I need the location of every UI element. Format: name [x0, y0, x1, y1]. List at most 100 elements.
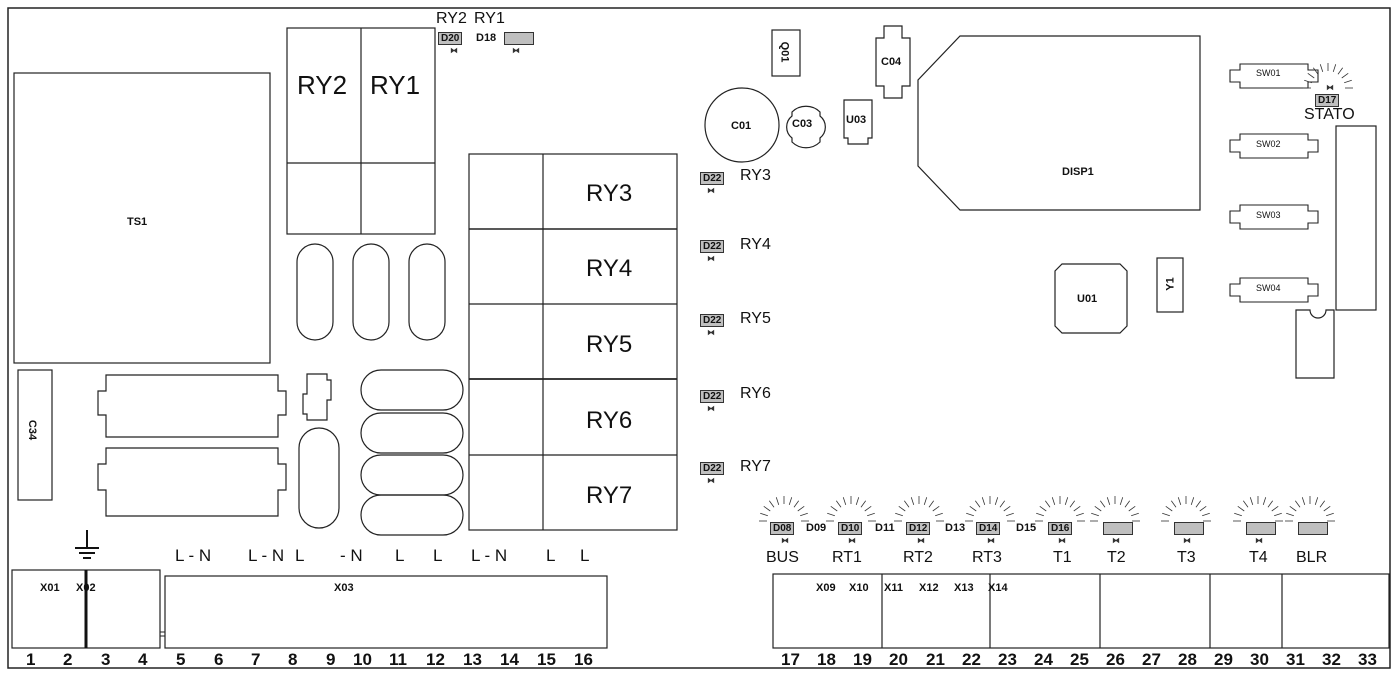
- ry6-label: RY6: [586, 407, 633, 434]
- c01-label: C01: [731, 120, 752, 132]
- diode-icon: ⧓: [987, 536, 995, 545]
- dip-ic: [1295, 309, 1335, 379]
- pin-number: 16: [574, 650, 593, 669]
- x10-label: X10: [849, 582, 869, 594]
- signal-label: L: [546, 546, 556, 565]
- pin-number: 4: [138, 650, 148, 669]
- d20-led: D20: [438, 32, 463, 45]
- glow-ray: [1128, 505, 1136, 512]
- ground-icon: [75, 530, 99, 559]
- glow-ray: [1312, 67, 1319, 75]
- glow-ray: [981, 497, 986, 505]
- u03-label: U03: [846, 114, 867, 126]
- glow-ray: [966, 512, 974, 517]
- glow-ray: [1076, 512, 1084, 517]
- glow-ray: [895, 512, 903, 517]
- d16-led: D16: [1048, 522, 1073, 535]
- glow-ray: [1301, 497, 1306, 505]
- d13-label: D13: [945, 522, 966, 534]
- pin-number: 5: [176, 650, 186, 669]
- u03-chip: [843, 99, 873, 145]
- t2-label: T2: [1107, 549, 1126, 566]
- glow-ray: [867, 512, 875, 517]
- diode-icon: ⧓: [1255, 536, 1263, 545]
- glow-ray: [935, 512, 943, 517]
- glow-ray: [1337, 67, 1344, 75]
- diode-icon: ⧓: [1183, 536, 1191, 545]
- pin-number: 18: [817, 650, 836, 669]
- ry3-led-label: RY3: [740, 167, 771, 184]
- u01-label: U01: [1077, 293, 1098, 305]
- glow-ray: [1237, 505, 1245, 512]
- c03-label: C03: [792, 118, 813, 130]
- pin-number: 26: [1106, 650, 1125, 669]
- pin-number: 3: [101, 650, 111, 669]
- glow-ray: [835, 500, 842, 508]
- pin-number: 19: [853, 650, 872, 669]
- glow-ray: [1319, 500, 1326, 508]
- connector-body-2: [97, 447, 287, 517]
- sw04-switch: [1229, 277, 1319, 303]
- glow-ray: [1036, 512, 1044, 517]
- glow-ray: [923, 497, 928, 505]
- fuse-1: [296, 243, 334, 341]
- sw02-switch: [1229, 133, 1319, 159]
- y1-label: Y1: [1164, 277, 1177, 291]
- bus-label: BUS: [766, 549, 799, 566]
- signal-label: L - N: [175, 546, 212, 565]
- glow-ray: [1262, 497, 1267, 505]
- glow-ray: [928, 500, 935, 508]
- d18-label: D18: [476, 32, 497, 44]
- blr-label: BLR: [1296, 549, 1328, 566]
- pin-number: 2: [63, 650, 73, 669]
- pin-number: 11: [389, 650, 407, 669]
- ry-stack: [468, 153, 678, 531]
- diode-icon: ⧓: [848, 536, 856, 545]
- glow-ray: [1195, 500, 1202, 508]
- d18-led: [504, 32, 534, 45]
- disp1-display: [917, 35, 1201, 211]
- d14-led: D14: [976, 522, 1001, 535]
- ry5-label: RY5: [586, 331, 633, 358]
- y1-crystal: [1156, 257, 1184, 313]
- glow-ray: [1099, 500, 1106, 508]
- glow-ray: [763, 505, 771, 512]
- signal-label: L: [295, 546, 305, 565]
- ry5-led-label: RY5: [740, 310, 771, 327]
- glow-ray: [800, 512, 808, 517]
- glow-ray: [1271, 505, 1279, 512]
- d10-led: D10: [838, 522, 863, 535]
- ry4-label: RY4: [586, 255, 633, 282]
- c34-block: [17, 369, 53, 501]
- glow-ray: [1332, 64, 1337, 72]
- diode-icon: ⧓: [707, 328, 715, 337]
- d15-label: D15: [1016, 522, 1037, 534]
- fuse-5: [360, 369, 464, 411]
- diode-icon: ⧓: [1326, 83, 1334, 92]
- d11-label: D11: [875, 522, 895, 534]
- glow-ray: [999, 500, 1006, 508]
- signal-label: L: [433, 546, 443, 565]
- pin-number: 15: [537, 650, 556, 669]
- glow-ray: [1091, 512, 1099, 517]
- glow-ray: [969, 505, 977, 512]
- glow-ray: [1326, 512, 1334, 517]
- pin-number: 22: [962, 650, 981, 669]
- fuse-6: [360, 412, 464, 454]
- glow-ray: [775, 497, 780, 505]
- x02-label: X02: [76, 582, 96, 594]
- diode-icon: ⧓: [707, 404, 715, 413]
- glow-ray: [1199, 505, 1207, 512]
- glow-ray: [1234, 512, 1242, 517]
- glow-ray: [1249, 497, 1254, 505]
- glow-ray: [1039, 505, 1047, 512]
- glow-ray: [1170, 500, 1177, 508]
- t3-label: T3: [1177, 549, 1196, 566]
- diode-icon: ⧓: [707, 254, 715, 263]
- pin-number: 8: [288, 650, 298, 669]
- glow-ray: [932, 505, 940, 512]
- pin-number: 24: [1034, 650, 1053, 669]
- sw01-label: SW01: [1256, 68, 1281, 78]
- diode-icon: ⧓: [707, 186, 715, 195]
